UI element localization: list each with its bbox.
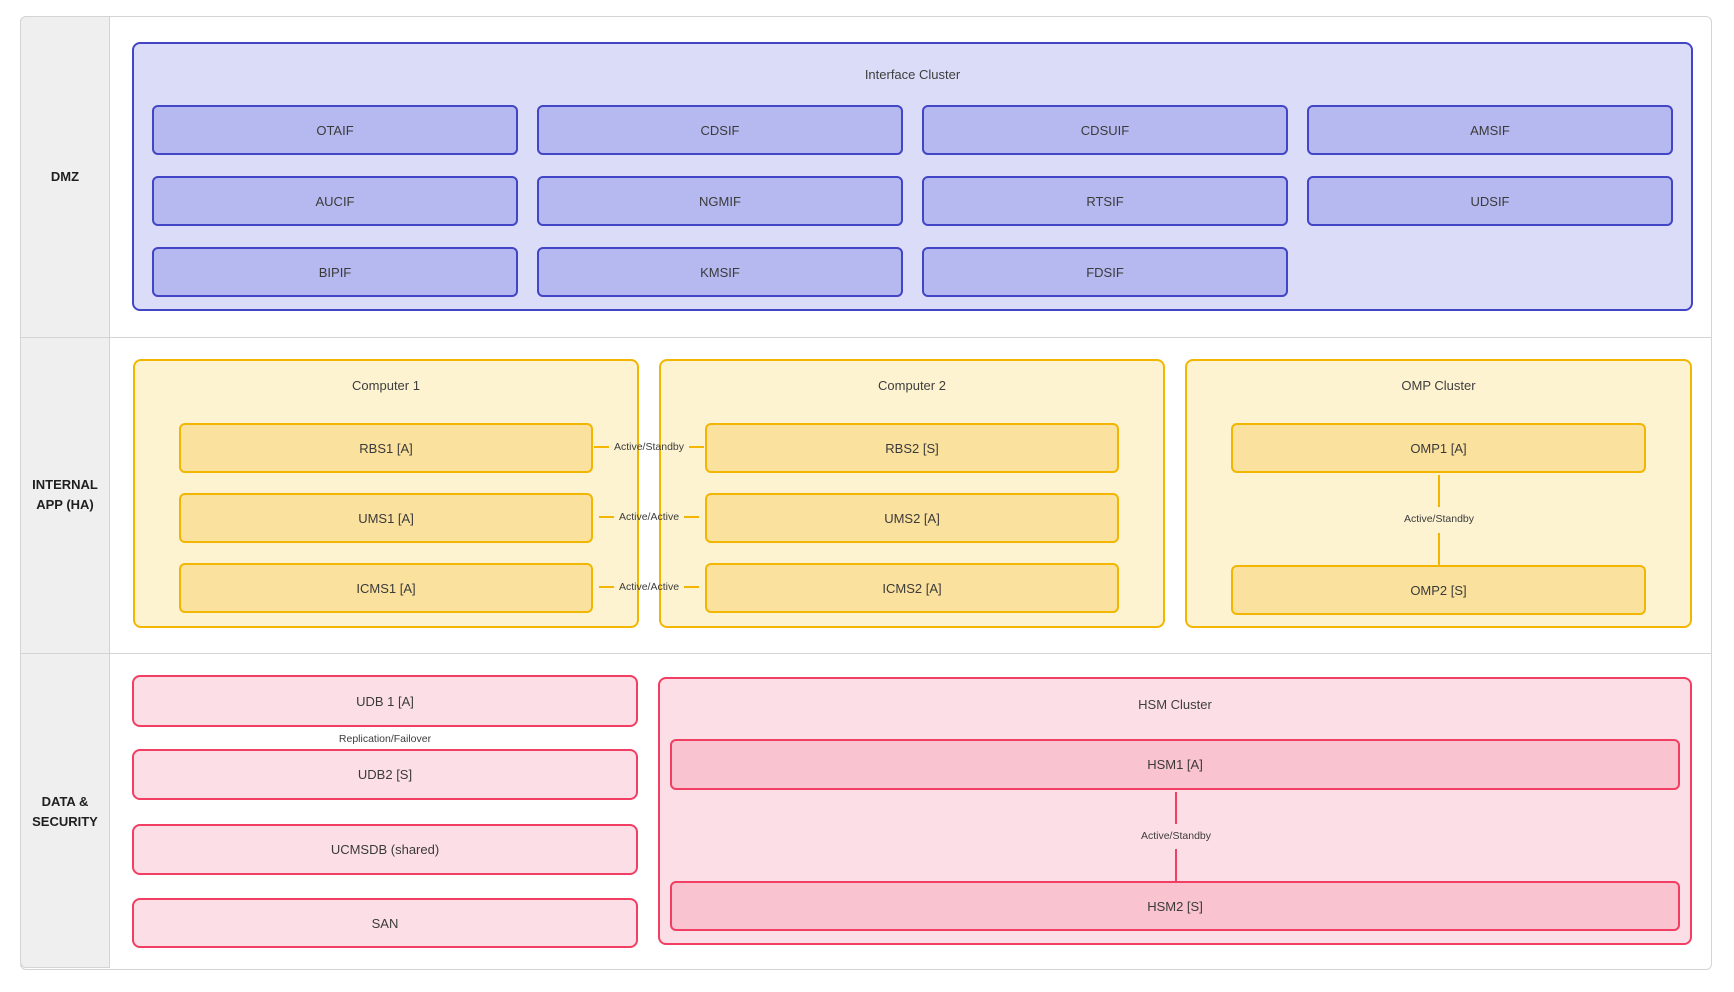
node-icms2: ICMS2 [A]	[705, 563, 1119, 613]
cluster-title: OMP Cluster	[1401, 378, 1476, 393]
interface-grid: OTAIF CDSIF CDSUIF AMSIF AUCIF NGMIF RTS…	[152, 105, 1673, 297]
link-line	[593, 446, 609, 448]
link-line	[689, 446, 705, 448]
node-cdsuif: CDSUIF	[922, 105, 1288, 155]
node-ums1: UMS1 [A]	[179, 493, 593, 543]
node-san: SAN	[132, 898, 638, 948]
node-amsif: AMSIF	[1307, 105, 1673, 155]
link-replication-failover: Replication/Failover	[338, 733, 432, 745]
link-omp-active-standby: Active/Standby	[1403, 513, 1475, 525]
node-omp2: OMP2 [S]	[1231, 565, 1646, 615]
link-line	[1175, 792, 1177, 824]
link-line	[684, 516, 700, 518]
node-udb2: UDB2 [S]	[132, 749, 638, 800]
band-label-data-security: DATA & SECURITY	[32, 794, 98, 829]
node-hsm1: HSM1 [A]	[670, 739, 1680, 790]
link-line	[1175, 849, 1177, 881]
node-fdsif: FDSIF	[922, 247, 1288, 297]
band-label-column	[20, 16, 110, 968]
interface-cluster: Interface Cluster OTAIF CDSIF CDSUIF AMS…	[132, 42, 1693, 311]
node-hsm2: HSM2 [S]	[670, 881, 1680, 931]
link-line	[598, 586, 614, 588]
link-line	[1438, 475, 1440, 507]
band-label-internal-app: INTERNAL APP (HA)	[32, 477, 98, 512]
cluster-title: Computer 1	[352, 378, 420, 393]
cluster-title: Computer 2	[878, 378, 946, 393]
link-line	[1438, 533, 1440, 565]
node-kmsif: KMSIF	[537, 247, 903, 297]
node-omp1: OMP1 [A]	[1231, 423, 1646, 473]
computer2-cluster: Computer 2 RBS2 [S] UMS2 [A] ICMS2 [A]	[659, 359, 1165, 628]
link-icms-active-active: Active/Active	[591, 581, 707, 593]
omp-cluster: OMP Cluster OMP1 [A] Active/Standby OMP2…	[1185, 359, 1692, 628]
band-label-dmz: DMZ	[50, 169, 80, 184]
node-rbs1: RBS1 [A]	[179, 423, 593, 473]
node-udsif: UDSIF	[1307, 176, 1673, 226]
node-ums2: UMS2 [A]	[705, 493, 1119, 543]
node-bipif: BIPIF	[152, 247, 518, 297]
node-udb1: UDB 1 [A]	[132, 675, 638, 727]
node-rbs2: RBS2 [S]	[705, 423, 1119, 473]
cluster-title: Interface Cluster	[864, 67, 961, 82]
node-ucmsdb: UCMSDB (shared)	[132, 824, 638, 875]
band-separator	[20, 653, 1712, 654]
node-cdsif: CDSIF	[537, 105, 903, 155]
link-line	[598, 516, 614, 518]
node-icms1: ICMS1 [A]	[179, 563, 593, 613]
band-separator	[20, 337, 1712, 338]
link-ums-active-active: Active/Active	[591, 511, 707, 523]
node-otaif: OTAIF	[152, 105, 518, 155]
hsm-cluster: HSM Cluster HSM1 [A] Active/Standby HSM2…	[658, 677, 1692, 945]
node-aucif: AUCIF	[152, 176, 518, 226]
node-rtsif: RTSIF	[922, 176, 1288, 226]
cluster-title: HSM Cluster	[1138, 697, 1212, 712]
link-rbs-active-standby: Active/Standby	[591, 441, 707, 453]
link-line	[684, 586, 700, 588]
link-hsm-active-standby: Active/Standby	[1140, 830, 1212, 842]
node-ngmif: NGMIF	[537, 176, 903, 226]
computer1-cluster: Computer 1 RBS1 [A] UMS1 [A] ICMS1 [A]	[133, 359, 639, 628]
